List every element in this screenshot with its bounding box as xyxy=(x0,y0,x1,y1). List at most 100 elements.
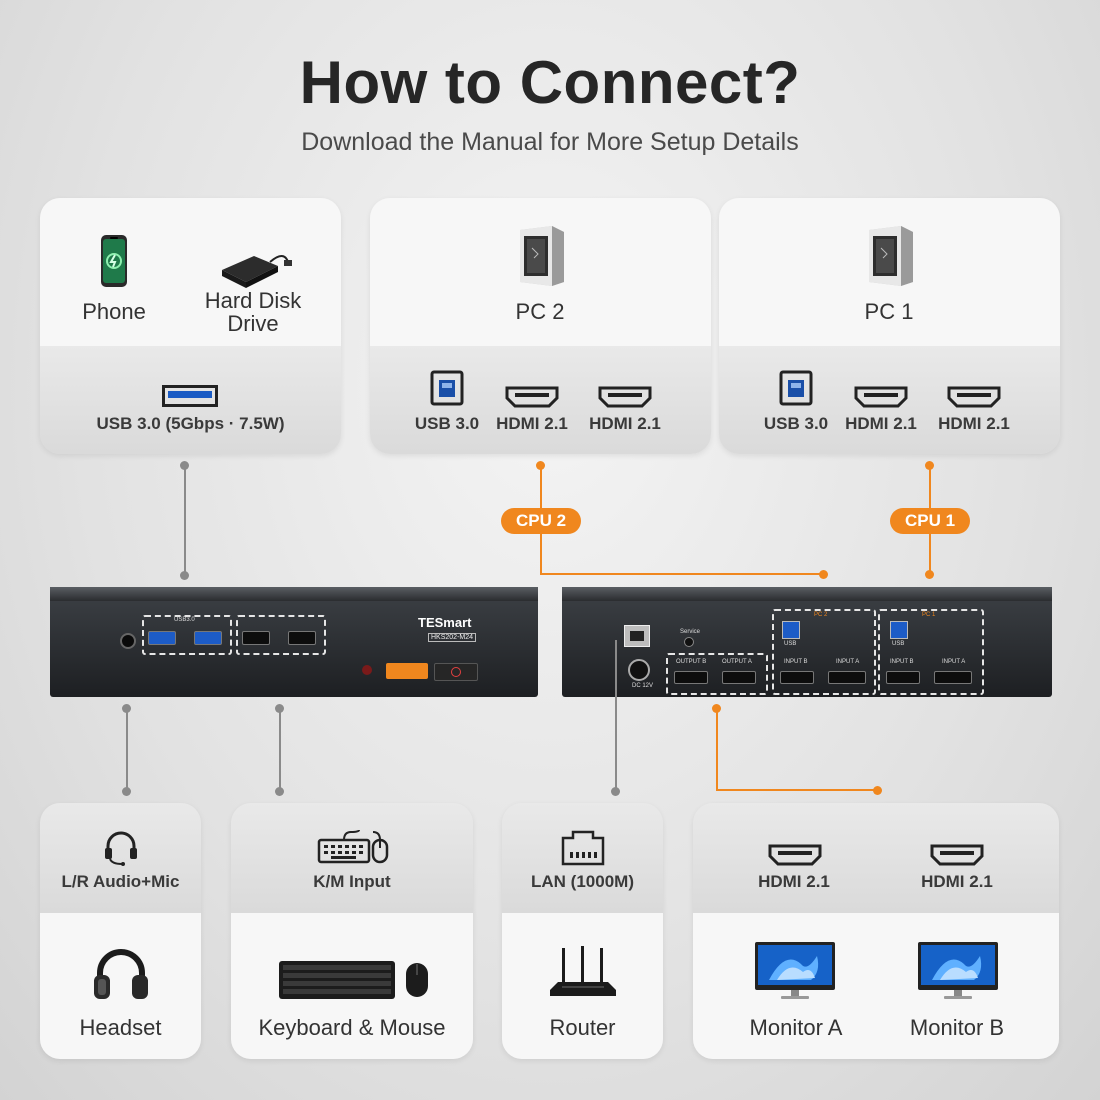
hdmi-port-icon xyxy=(768,844,822,866)
connector-dot xyxy=(122,787,131,796)
pc1-port-group xyxy=(878,609,984,695)
usb3-port xyxy=(148,631,176,645)
km-port-group xyxy=(236,615,326,655)
input-a-label: INPUT A xyxy=(836,659,860,665)
connector-dot xyxy=(536,461,545,470)
pc2-port-usb-label: USB 3.0 xyxy=(414,414,480,433)
connector-dot xyxy=(925,461,934,470)
switch-button[interactable] xyxy=(386,663,428,679)
connector-dot xyxy=(180,571,189,580)
pc-tower-icon xyxy=(514,226,566,286)
hdmi-input xyxy=(934,671,972,684)
hdmi-input xyxy=(780,671,814,684)
ethernet-port-icon xyxy=(561,830,605,866)
monitor-a-port-label: HDMI 2.1 xyxy=(758,872,830,891)
lan-port xyxy=(624,625,650,647)
usb-b-port-icon xyxy=(779,370,813,406)
cpu2-badge: CPU 2 xyxy=(501,508,581,534)
status-led xyxy=(362,665,372,675)
monitor-line xyxy=(716,789,878,791)
connector-dot xyxy=(180,461,189,470)
monitor-icon xyxy=(755,942,835,1000)
mouse-icon xyxy=(406,963,428,997)
connector-dot xyxy=(611,787,620,796)
km-port-label: K/M Input xyxy=(313,872,391,891)
km-usb-port xyxy=(288,631,316,645)
hdmi-output-a xyxy=(722,671,756,684)
model-label: HKS202-M24 xyxy=(428,633,477,642)
connector-line xyxy=(184,466,186,575)
service-label: Service xyxy=(680,629,701,635)
monitor-a-label: Monitor A xyxy=(749,1015,843,1040)
output-b-label: OUTPUT B xyxy=(676,659,707,665)
card-headset xyxy=(40,803,201,1059)
usb-b-port-icon xyxy=(430,370,464,406)
usb3-label: USB3.0 xyxy=(174,617,195,623)
connector-line xyxy=(279,708,281,792)
headset-icon xyxy=(105,831,137,866)
pc1-port-hdmi2-label: HDMI 2.1 xyxy=(938,414,1010,433)
keyboard-icon xyxy=(279,961,395,999)
power-button[interactable] xyxy=(434,663,478,681)
pc2-port-group xyxy=(772,609,876,695)
connector-line xyxy=(615,640,617,792)
input-b-label: INPUT B xyxy=(890,659,914,665)
connector-dot xyxy=(275,787,284,796)
page-title: How to Connect? xyxy=(299,49,801,116)
usb-b-input xyxy=(782,621,800,639)
headphone-jack xyxy=(120,633,136,649)
audio-port-label: L/R Audio+Mic xyxy=(61,872,180,891)
hdmi-input xyxy=(828,671,866,684)
hard-disk-label: Hard Disk Drive xyxy=(204,288,302,336)
pc1-port-usb-label: USB 3.0 xyxy=(763,414,829,433)
output-a-label: OUTPUT A xyxy=(722,659,752,665)
monitor-icon xyxy=(918,942,998,1000)
usb3-port-group xyxy=(142,615,232,655)
connector-dot xyxy=(925,570,934,579)
router-label: Router xyxy=(549,1015,616,1040)
hdmi-port-icon xyxy=(505,386,559,408)
kvm-front-panel: USB3.0 TESmart HKS202-M24 xyxy=(50,587,538,697)
hard-disk-icon xyxy=(222,255,292,288)
km-usb-port xyxy=(242,631,270,645)
hdmi-port-icon xyxy=(598,386,652,408)
usb-port-label: USB 3.0 (5Gbps · 7.5W) xyxy=(96,414,285,433)
monitor-b-port-label: HDMI 2.1 xyxy=(921,872,993,891)
pc1-label: PC 1 xyxy=(864,299,914,324)
keyboard-mouse-icon xyxy=(317,829,389,864)
pc2-tag: PC 2 xyxy=(814,612,828,618)
usb3-port xyxy=(194,631,222,645)
card-pc1 xyxy=(719,198,1060,454)
dc-power-jack xyxy=(628,659,650,681)
brand-logo: TESmart xyxy=(418,615,472,630)
dc-label: DC 12V xyxy=(632,683,654,689)
kvm-rear-panel: DC 12V Service OUTPUT B OUTPUT A PC 2 US… xyxy=(562,587,1052,697)
usb-label: USB xyxy=(784,641,797,647)
headset-icon xyxy=(94,949,148,999)
phone-icon xyxy=(101,235,127,287)
service-port xyxy=(684,637,694,647)
phone-label: Phone xyxy=(82,299,146,324)
cpu2-line xyxy=(540,573,824,575)
usb-label: USB xyxy=(892,641,905,647)
hdmi-port-icon xyxy=(854,386,908,408)
output-port-group xyxy=(666,653,768,695)
cpu1-badge: CPU 1 xyxy=(890,508,970,534)
input-a-label: INPUT A xyxy=(942,659,966,665)
hdmi-port-icon xyxy=(947,386,1001,408)
hdmi-output-b xyxy=(674,671,708,684)
card-usb-devices xyxy=(40,198,341,454)
pc2-port-hdmi1-label: HDMI 2.1 xyxy=(496,414,568,433)
monitor-line xyxy=(716,708,718,790)
pc1-port-hdmi1-label: HDMI 2.1 xyxy=(845,414,917,433)
pc1-tag: PC 1 xyxy=(922,612,936,618)
usb-b-input xyxy=(890,621,908,639)
lan-port-label: LAN (1000M) xyxy=(531,872,634,891)
router-icon xyxy=(550,946,616,996)
keyboard-mouse-label: Keyboard & Mouse xyxy=(258,1015,446,1040)
hdmi-input xyxy=(886,671,920,684)
hdmi-port-icon xyxy=(930,844,984,866)
headset-label: Headset xyxy=(79,1015,162,1040)
connector-dot xyxy=(873,786,882,795)
page-subtitle: Download the Manual for More Setup Detai… xyxy=(301,128,799,156)
